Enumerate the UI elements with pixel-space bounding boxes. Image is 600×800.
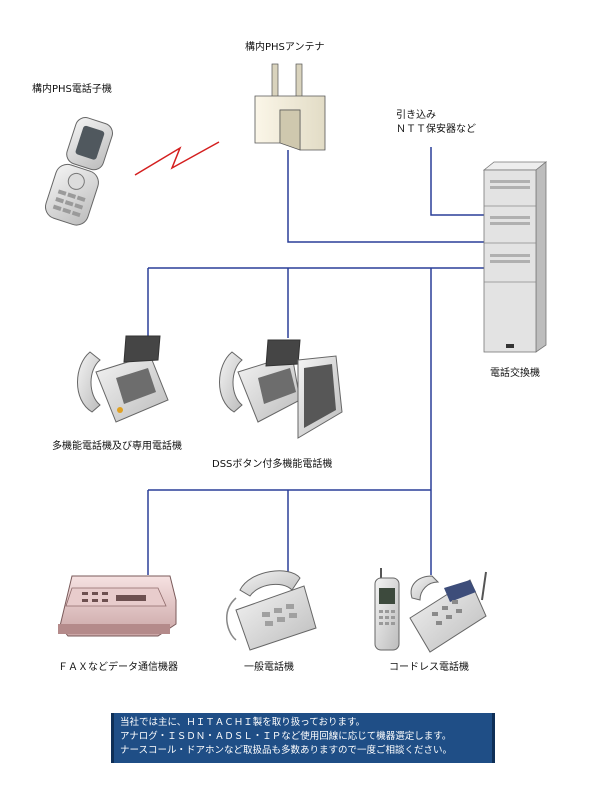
- pbx-cabinet-icon: [482, 161, 548, 353]
- cordless-phone-label: コードレス電話機: [389, 662, 469, 673]
- antenna-wire: [287, 150, 484, 243]
- multifunction-phone-label: 多機能電話機及び専用電話機: [52, 441, 182, 452]
- cordless-phone-icon: [374, 568, 487, 653]
- wireless-link-icon: [134, 141, 220, 176]
- notice-box: 当社では主に、ＨＩＴＡＣＨＩ製を取り扱っております。 アナログ・ＩＳＤＮ・ＡＤＳ…: [111, 713, 495, 763]
- phs-antenna-icon: [254, 63, 326, 151]
- wiring: [147, 147, 484, 575]
- notice-line-1: 当社では主に、ＨＩＴＡＣＨＩ製を取り扱っております。: [120, 717, 366, 728]
- general-phone-icon: [226, 570, 317, 651]
- pbx-label: 電話交換機: [490, 368, 540, 379]
- dss-phone-icon: [219, 339, 343, 439]
- ntt-line-label-2: ＮＴＴ保安器など: [396, 124, 476, 135]
- notice-line-3: ナースコール・ドアホンなど取扱品も多数ありますので一度ご相談ください。: [120, 745, 453, 756]
- multifunction-phone-icon: [77, 335, 169, 423]
- dss-phone-label: DSSボタン付多機能電話機: [212, 459, 333, 470]
- ntt-line-label-1: 引き込み: [396, 110, 436, 121]
- phs-antenna-label: 構内PHSアンテナ: [245, 42, 325, 53]
- phs-handset-label: 構内PHS電話子機: [32, 84, 112, 95]
- phs-handset-icon: [45, 117, 113, 226]
- ntt-line-wire: [430, 147, 484, 216]
- general-phone-label: 一般電話機: [244, 662, 294, 673]
- fax-label: ＦＡＸなどデータ通信機器: [58, 662, 178, 673]
- notice-line-2: アナログ・ＩＳＤＮ・ＡＤＳＬ・ＩＰなど使用回線に応じて機器選定します。: [120, 731, 452, 742]
- fax-machine-icon: [58, 575, 177, 637]
